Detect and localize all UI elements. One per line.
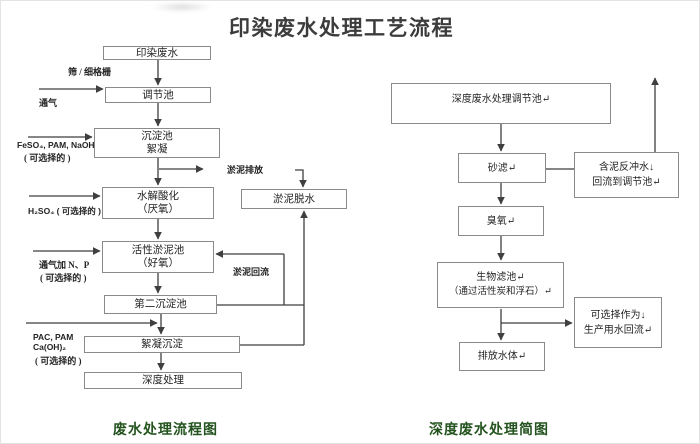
box-discharge-water: 排放水体↵: [459, 342, 545, 371]
left-flow-lines: [26, 60, 308, 371]
label-h2so4-optional: H₂SO₄ ( 可选择的 ): [28, 206, 101, 216]
label-aeration-np: 通气加 N、P: [39, 260, 90, 270]
caption-right-diagram: 深度废水处理简图: [429, 423, 549, 438]
box-advanced-regulation-tank: 深度废水处理调节池↵: [391, 83, 611, 124]
label-aeration: 通气: [39, 98, 58, 108]
box-backwash-return-note: 含泥反冲水↓ 回流到调节池↵: [574, 152, 679, 198]
artifact-smudge: [151, 3, 213, 11]
label-caoh2: Ca(OH)₂: [33, 342, 67, 352]
label-pac-pam: PAC, PAM: [33, 332, 74, 342]
caption-left-diagram: 废水处理流程图: [113, 423, 218, 438]
label-optional-2: ( 可选择的 ): [40, 273, 87, 283]
label-sludge-return: 淤泥回流: [233, 267, 270, 277]
box-ozone: 臭氧↵: [458, 206, 544, 236]
box-regulation-tank: 调节池: [105, 87, 211, 103]
box-advanced-treatment: 深度处理: [84, 372, 242, 389]
box-hydrolysis-acidification: 水解酸化 （厌氧）: [102, 187, 214, 219]
label-sludge-discharge: 淤泥排放: [227, 165, 264, 175]
label-sieve-fine-grid: 筛 / 细格栅: [68, 67, 112, 77]
box-flocculation-sedimentation: 絮凝沉淀: [84, 336, 240, 353]
box-dyeing-wastewater: 印染废水: [103, 46, 211, 60]
box-reuse-optional-note: 可选择作为↓ 生产用水回流↵: [574, 297, 662, 348]
box-secondary-sedimentation: 第二沉淀池: [104, 295, 217, 314]
page-title: 印染废水处理工艺流程: [229, 17, 454, 40]
box-sand-filter: 砂滤↵: [458, 153, 546, 183]
label-feso4-pam-naoh: FeSO₄, PAM, NaOH: [17, 140, 95, 150]
box-sedimentation-flocculation: 沉淀池 絮凝: [94, 128, 220, 158]
box-activated-sludge-tank: 活性淤泥池 （好氧）: [102, 241, 214, 273]
arrow-into-dewatering-top: [295, 169, 307, 188]
box-biological-filter: 生物滤池↵ （通过活性炭和浮石）↵: [437, 262, 564, 308]
right-flow-lines: [497, 77, 659, 341]
box-sludge-dewatering: 淤泥脱水: [241, 189, 347, 209]
label-optional-1: ( 可选择的 ): [24, 153, 71, 163]
label-optional-3: ( 可选择的 ): [35, 356, 82, 366]
